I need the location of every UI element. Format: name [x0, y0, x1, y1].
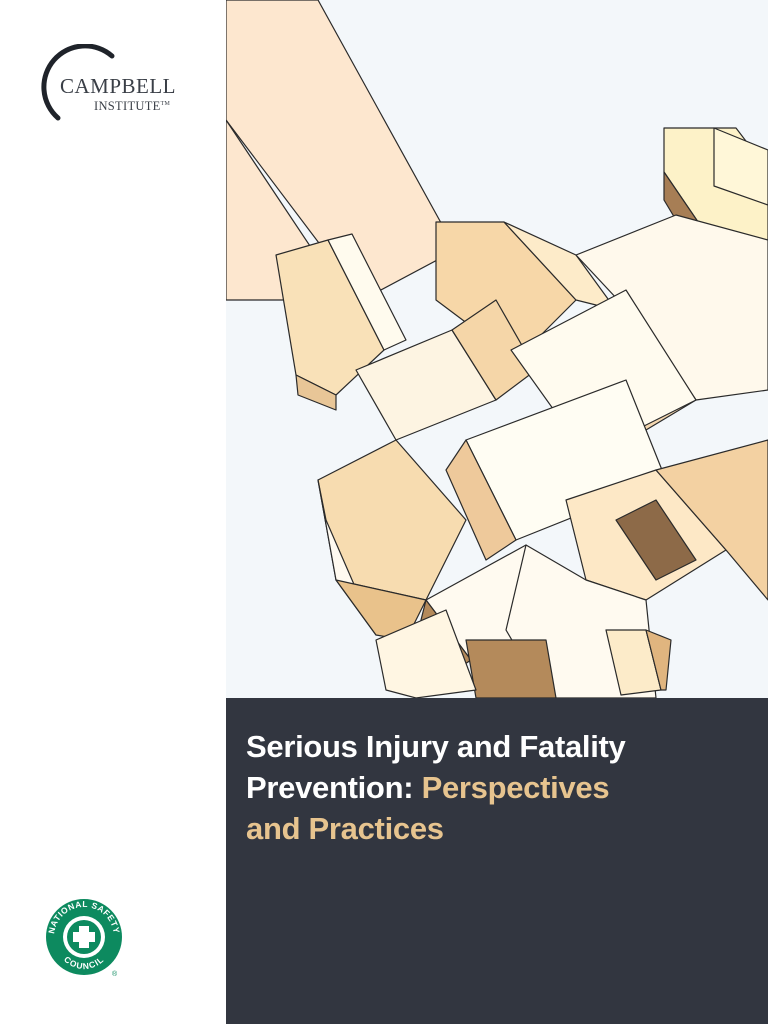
nsc-cross-icon: NATIONAL SAFETY COUNCIL ® — [46, 899, 122, 978]
title-panel: Serious Injury and Fatality Prevention: … — [226, 698, 768, 1024]
title-line-3: and Practices — [246, 811, 444, 846]
title-line-2a: Prevention: — [246, 770, 414, 805]
svg-text:®: ® — [112, 970, 118, 977]
svg-text:COUNCIL: COUNCIL — [62, 954, 106, 971]
national-safety-council-logo: NATIONAL SAFETY COUNCIL ® — [44, 897, 124, 978]
stacked-blocks-illustration — [226, 0, 768, 698]
arc-logo-icon — [41, 44, 115, 121]
cover-illustration — [226, 0, 768, 698]
trademark-mark: TM — [160, 100, 171, 107]
title-line-1: Serious Injury and Fatality — [246, 729, 626, 764]
logo-name: CAMPBELL — [60, 74, 177, 98]
logo-subname: INSTITUTETM — [94, 99, 171, 113]
sidebar: CAMPBELL INSTITUTETM NATIONAL SAFETY COU… — [0, 0, 226, 1024]
campbell-institute-logo: CAMPBELL INSTITUTETM — [40, 44, 210, 124]
title-line-2b: Perspectives — [421, 770, 610, 805]
document-title: Serious Injury and Fatality Prevention: … — [246, 726, 746, 849]
